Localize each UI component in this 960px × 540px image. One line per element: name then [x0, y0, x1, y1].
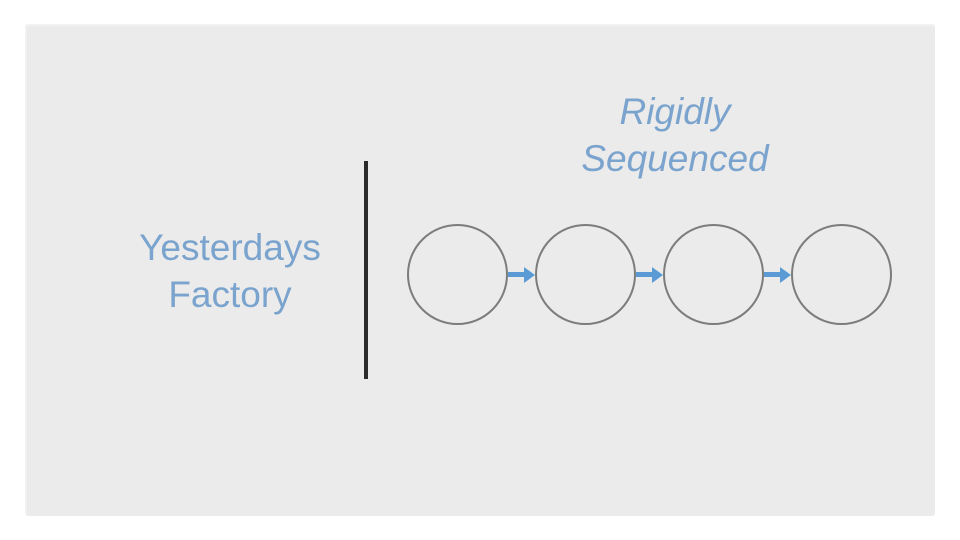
- slide: Rigidly Sequenced Yesterdays Factory: [25, 24, 935, 516]
- section-label-line-2: Factory: [168, 274, 292, 315]
- process-step-circle: [535, 224, 636, 325]
- slide-title-line-1: Rigidly: [619, 91, 731, 132]
- process-step-circle: [407, 224, 508, 325]
- flow-arrow-icon: [508, 266, 535, 283]
- slide-title-line-2: Sequenced: [581, 138, 769, 179]
- vertical-divider: [364, 161, 368, 379]
- flow-arrow-icon: [636, 266, 663, 283]
- flow-arrow-icon: [764, 266, 791, 283]
- process-step-circle: [791, 224, 892, 325]
- process-flow-diagram: [407, 224, 892, 325]
- section-label-line-1: Yesterdays: [139, 227, 321, 268]
- section-label: Yesterdays Factory: [55, 224, 405, 318]
- process-step-circle: [663, 224, 764, 325]
- slide-title: Rigidly Sequenced: [495, 88, 855, 182]
